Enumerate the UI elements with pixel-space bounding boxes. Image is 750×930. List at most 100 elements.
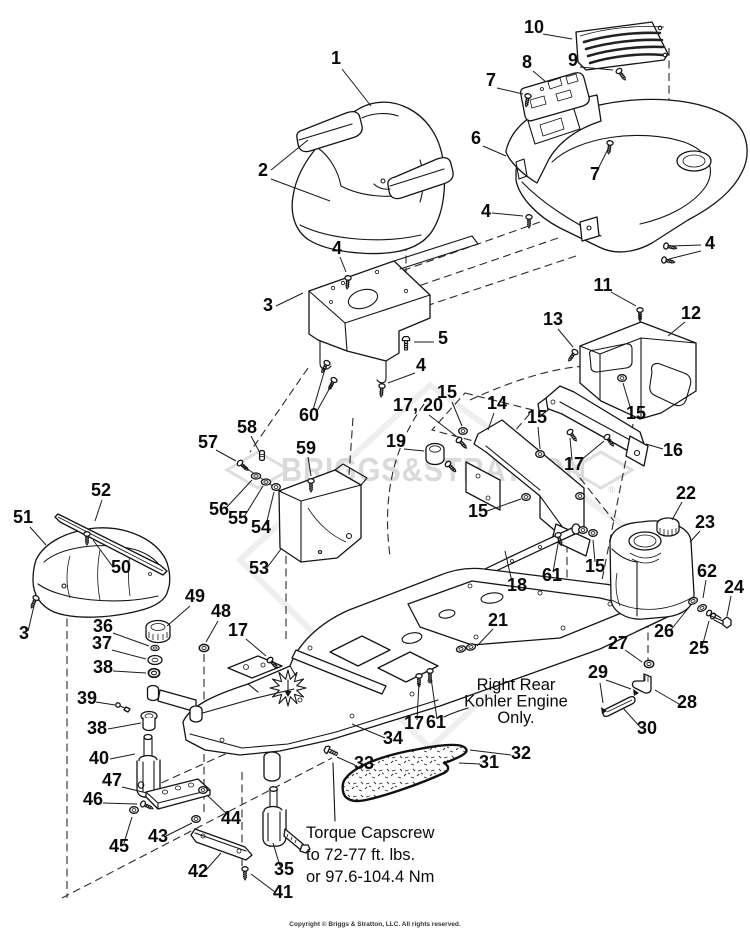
washer-62 <box>695 602 709 614</box>
leader-line-2 <box>270 139 309 171</box>
bushing-38-lower <box>140 710 158 732</box>
nut-15-g <box>617 374 627 382</box>
callout-28: 28 <box>677 692 697 712</box>
leader-line-61 <box>552 543 559 573</box>
washer-55 <box>260 478 272 486</box>
screw-60-b <box>325 375 339 392</box>
callout-51: 51 <box>13 507 33 527</box>
callout-4: 4 <box>416 355 426 375</box>
cup-holder <box>676 150 712 172</box>
washer-37-large <box>147 654 163 666</box>
callout-15: 15 <box>468 501 488 521</box>
nut-38-upper <box>147 667 161 679</box>
leader-line-30 <box>622 707 642 729</box>
callout-55: 55 <box>228 508 248 528</box>
callout-57: 57 <box>198 432 218 452</box>
main-frame <box>182 567 679 782</box>
skid-pad <box>341 743 468 803</box>
callout-61: 61 <box>542 565 562 585</box>
leader-line-43 <box>165 822 193 837</box>
fuel-cap-22 <box>656 517 680 537</box>
callout-3: 3 <box>19 623 29 643</box>
callout-43: 43 <box>148 826 168 846</box>
bumper-19 <box>425 442 445 466</box>
engine-box <box>579 321 697 420</box>
watermark-registered-mark: ® <box>608 485 616 496</box>
leader-line-14 <box>487 412 495 431</box>
screw-24 <box>710 612 732 629</box>
leader-line-55 <box>243 485 264 518</box>
callout-10: 10 <box>524 17 544 37</box>
callout-16: 16 <box>663 440 683 460</box>
leader-line-17 <box>416 682 420 721</box>
pin-58 <box>258 449 266 462</box>
grille <box>575 21 669 71</box>
leader-line-47 <box>121 786 148 794</box>
leader-line-22 <box>671 501 683 521</box>
callout-4: 4 <box>705 233 715 253</box>
leader-line-1 <box>341 68 372 107</box>
callout-38: 38 <box>93 657 113 677</box>
nut-45 <box>129 806 139 814</box>
nut-48 <box>198 643 210 653</box>
knob-49 <box>145 619 171 644</box>
capscrew-33 <box>322 744 340 759</box>
leader-line-52 <box>94 499 103 522</box>
callout-61: 61 <box>426 712 446 732</box>
fuel-hose-30 <box>602 695 636 718</box>
note-right_rear-line-2: Kohler Engine <box>464 693 568 711</box>
leader-line-40 <box>109 753 136 760</box>
leader-line-13 <box>557 328 574 348</box>
callout-39: 39 <box>77 688 97 708</box>
screw-41 <box>241 866 249 881</box>
nut-15-d <box>575 492 585 500</box>
leader-line-33 <box>336 756 356 766</box>
callout-3: 3 <box>263 295 273 315</box>
leader-line-38 <box>107 722 142 730</box>
note-torque-line-2: to 72-77 ft. lbs. <box>306 846 415 864</box>
callout-33: 33 <box>354 753 374 773</box>
nut-27 <box>643 659 655 669</box>
leader-line-58 <box>250 435 261 454</box>
leader-line-17 <box>245 638 267 657</box>
nut-15-f <box>588 529 598 537</box>
leader-line-29 <box>605 679 632 690</box>
callout-40: 40 <box>89 748 109 768</box>
leader-line-17 <box>569 437 573 461</box>
leader-line-27 <box>624 649 643 663</box>
rear-platform <box>407 580 637 646</box>
callout-4: 4 <box>481 201 491 221</box>
callout-15: 15 <box>437 382 457 402</box>
leader-line-17-20 <box>428 414 457 437</box>
callout-52: 52 <box>91 480 111 500</box>
leader-line-56 <box>225 479 253 509</box>
mount-plate-47 <box>145 778 211 810</box>
leader-line-34 <box>351 723 386 739</box>
screw-4-a <box>525 214 533 229</box>
leader-line-17 <box>579 440 605 462</box>
nut-15-a <box>458 427 468 435</box>
screw-4-c <box>377 382 386 398</box>
copyright-text: Copyright © Briggs & Stratton, LLC. All … <box>289 920 461 928</box>
torque-note-leader <box>332 762 336 822</box>
callout-17: 17 <box>228 620 248 640</box>
leader-line-31 <box>458 762 481 765</box>
callout-14: 14 <box>487 393 507 413</box>
leader-line-4 <box>387 372 416 384</box>
callout-44: 44 <box>221 808 241 828</box>
callout-19: 19 <box>386 431 406 451</box>
callout-59: 59 <box>296 438 316 458</box>
leader-line-15 <box>622 382 632 411</box>
callout-62: 62 <box>697 561 717 581</box>
leader-line-11 <box>610 291 637 307</box>
leader-line-15 <box>486 498 522 512</box>
deflector-box-53 <box>242 463 368 563</box>
leader-line-26 <box>669 605 691 632</box>
leader-line-8 <box>532 70 547 83</box>
leader-line-7 <box>596 148 609 172</box>
callout-37: 37 <box>92 633 112 653</box>
